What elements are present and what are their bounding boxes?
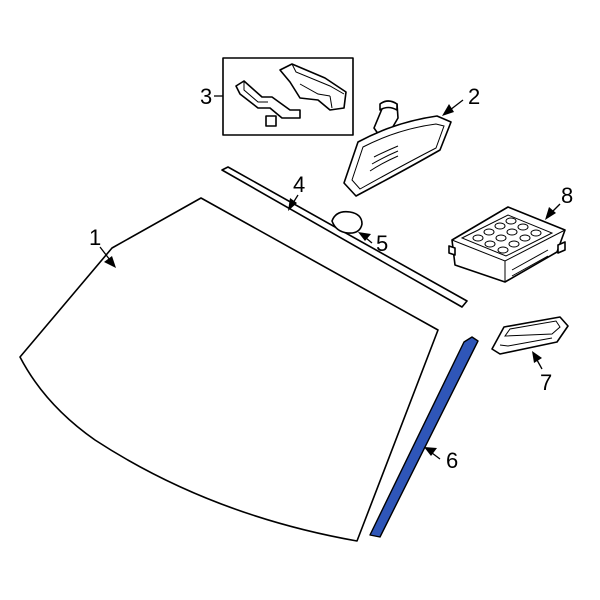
module-part: [448, 206, 566, 283]
bracket-set-part: [222, 57, 354, 136]
upper-molding-part: [221, 166, 468, 308]
windshield-part: [19, 197, 439, 542]
mirror-part: [343, 100, 452, 197]
callout-3: 3: [200, 84, 223, 109]
side-molding-highlight: [369, 336, 479, 538]
callout-5: 5: [358, 231, 388, 256]
callout-number-3: 3: [200, 84, 212, 109]
callout-8: 8: [545, 183, 573, 220]
callout-number-7: 7: [540, 370, 552, 395]
sensor-part: [331, 210, 363, 234]
callout-number-5: 5: [376, 231, 388, 256]
callout-number-2: 2: [468, 84, 480, 109]
callout-number-8: 8: [561, 183, 573, 208]
callout-6: 6: [424, 447, 458, 473]
side-molding-part: [369, 336, 479, 538]
lamp-part: [491, 316, 569, 355]
callout-number-4: 4: [293, 172, 305, 197]
callout-1: 1: [89, 225, 116, 268]
callout-4: 4: [288, 172, 305, 211]
callout-2: 2: [442, 84, 480, 116]
callout-number-1: 1: [89, 225, 101, 250]
callout-7: 7: [532, 351, 552, 395]
callout-number-6: 6: [446, 448, 458, 473]
